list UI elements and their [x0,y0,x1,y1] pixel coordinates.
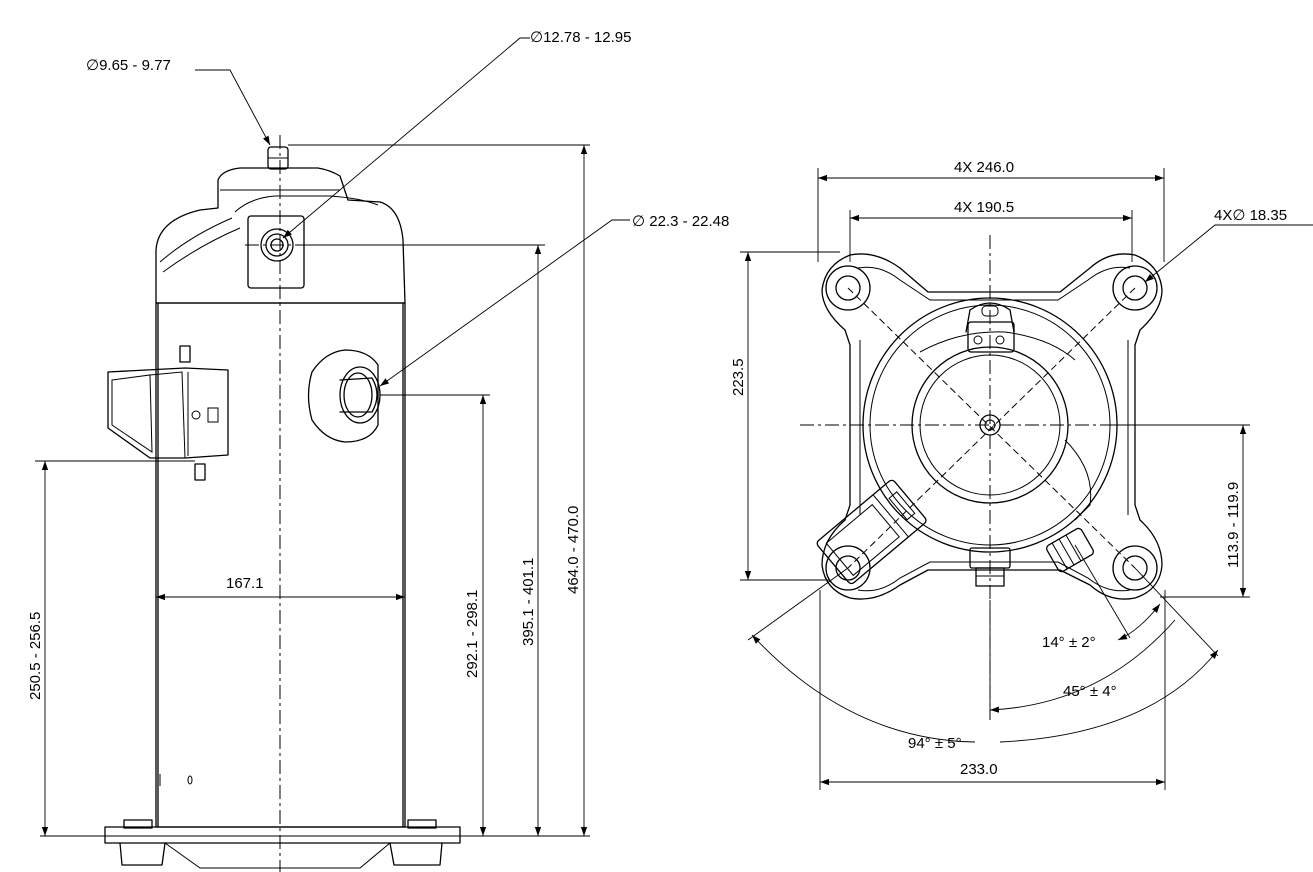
label-height-terminal: 250.5 - 256.5 [27,612,44,700]
side-fitting-boss [307,349,379,443]
front-dimension-labels: ∅9.65 - 9.77 ∅12.78 - 12.95 ∅ 22.3 - 22.… [27,29,729,700]
top-dimensions [740,168,1313,790]
label-front-width: 167.1 [226,575,264,592]
label-height-side-fitting: 292.1 - 298.1 [464,590,481,678]
top-terminal-box [816,479,927,585]
upper-fitting-block [247,215,305,289]
label-hole-dia: 4X∅ 18.35 [1214,207,1287,224]
front-dimensions [35,37,630,837]
terminal-box [107,345,229,481]
label-offset: 113.9 - 119.9 [1225,482,1242,568]
top-cap [155,167,406,304]
top-dimension-labels: 4X 246.0 4X 190.5 4X∅ 18.35 223.5 113.9 … [730,159,1287,778]
label-height-upper-fitting: 395.1 - 401.1 [520,558,537,646]
label-angle-small: 14° ± 2° [1042,634,1096,651]
label-dia-sight: ∅9.65 - 9.77 [86,57,171,74]
label-dia-discharge: ∅ 22.3 - 22.48 [632,213,729,230]
base-feet [104,819,461,869]
label-angle-large: 94° ± 5° [908,735,962,752]
label-angle-mid: 45° ± 4° [1063,683,1117,700]
label-depth: 223.5 [730,358,747,396]
front-view [104,135,461,872]
side-fitting-top [1045,527,1095,573]
label-dia-suction-small: ∅12.78 - 12.95 [530,29,631,46]
label-mount-outer: 4X 246.0 [954,159,1014,176]
label-mount-pitch: 4X 190.5 [954,199,1014,216]
label-height-total: 464.0 - 470.0 [565,506,582,594]
mounting-plate [821,253,1163,600]
label-top-width: 233.0 [960,761,998,778]
side-fitting-tube [339,377,378,413]
